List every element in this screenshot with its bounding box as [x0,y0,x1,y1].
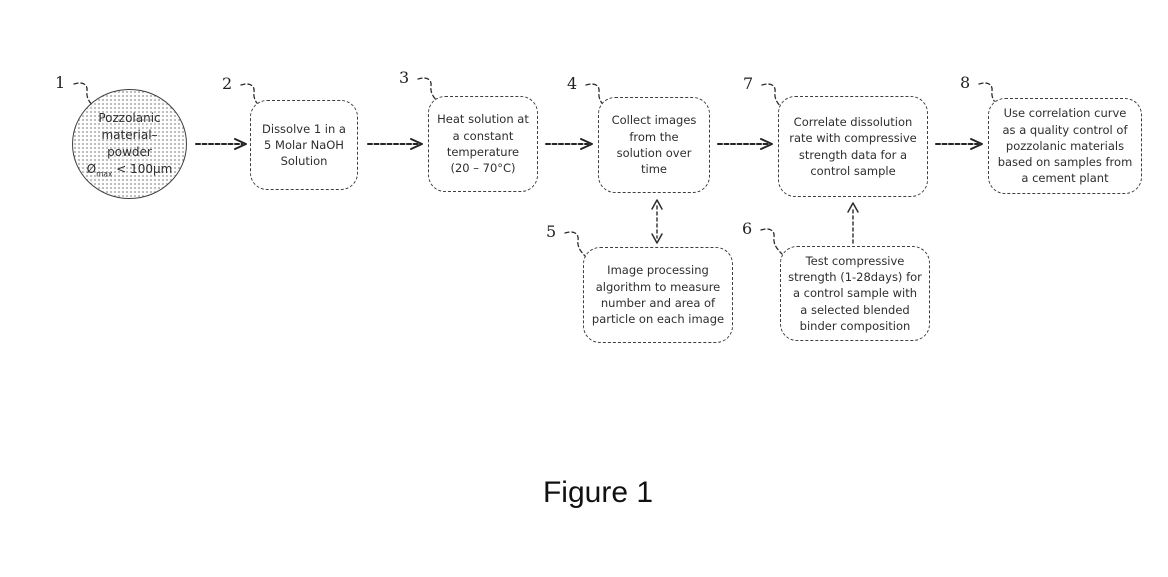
arrow-4-and-5-double [651,199,663,244]
node-5-text: Image processing algorithm to measure nu… [591,263,725,327]
node-1-pozzolanic-material: Pozzolanic material– powder Ømax < 100μm [72,89,187,199]
arrow-6-to-7 [847,202,859,244]
ref-numeral-2: 2 [222,74,233,93]
diameter-subscript: max [96,169,113,179]
node-1-line3: powder [107,145,152,159]
arrow-3-to-4 [545,138,593,150]
node-1-line2: material– [101,128,158,143]
node-2-text: Dissolve 1 in a 5 Molar NaOH Solution [262,121,346,169]
arrow-4-to-7 [717,138,773,150]
node-8-text: Use correlation curve as a quality contr… [997,106,1133,186]
node-6-test-compressive-strength: Test compressive strength (1-28days) for… [780,246,930,341]
node-3-text: Heat solution at a constant temperature … [437,112,529,176]
ref-numeral-5: 5 [546,222,557,241]
node-3-heat-solution: Heat solution at a constant temperature … [428,96,538,192]
ref-numeral-6: 6 [742,219,753,238]
leader-line-5 [564,231,587,258]
node-1-diameter: Ømax < 100μm [86,161,173,179]
node-6-text: Test compressive strength (1-28days) for… [788,253,922,333]
ref-numeral-3: 3 [399,68,410,87]
arrow-2-to-3 [367,138,423,150]
diameter-symbol: Ø [86,161,97,176]
ref-numeral-1: 1 [55,73,66,92]
node-7-text: Correlate dissolution rate with compress… [789,114,917,178]
node-8-quality-control: Use correlation curve as a quality contr… [988,98,1142,194]
diameter-value: < 100μm [112,161,173,176]
arrow-7-to-8 [935,138,983,150]
node-2-dissolve-naoh: Dissolve 1 in a 5 Molar NaOH Solution [250,100,358,190]
node-1-line1: Pozzolanic [98,111,161,126]
ref-numeral-7: 7 [743,74,754,93]
ref-numeral-4: 4 [567,74,578,93]
arrow-1-to-2 [195,138,247,150]
node-1-text: Pozzolanic material– powder Ømax < 100μm [87,110,173,177]
node-5-image-processing: Image processing algorithm to measure nu… [583,247,733,343]
leader-line-6 [760,228,783,255]
node-4-text: Collect images from the solution over ti… [611,113,697,177]
figure-caption: Figure 1 [542,476,654,509]
ref-numeral-8: 8 [960,73,971,92]
node-4-collect-images: Collect images from the solution over ti… [598,97,710,193]
node-7-correlate-dissolution: Correlate dissolution rate with compress… [778,96,928,197]
